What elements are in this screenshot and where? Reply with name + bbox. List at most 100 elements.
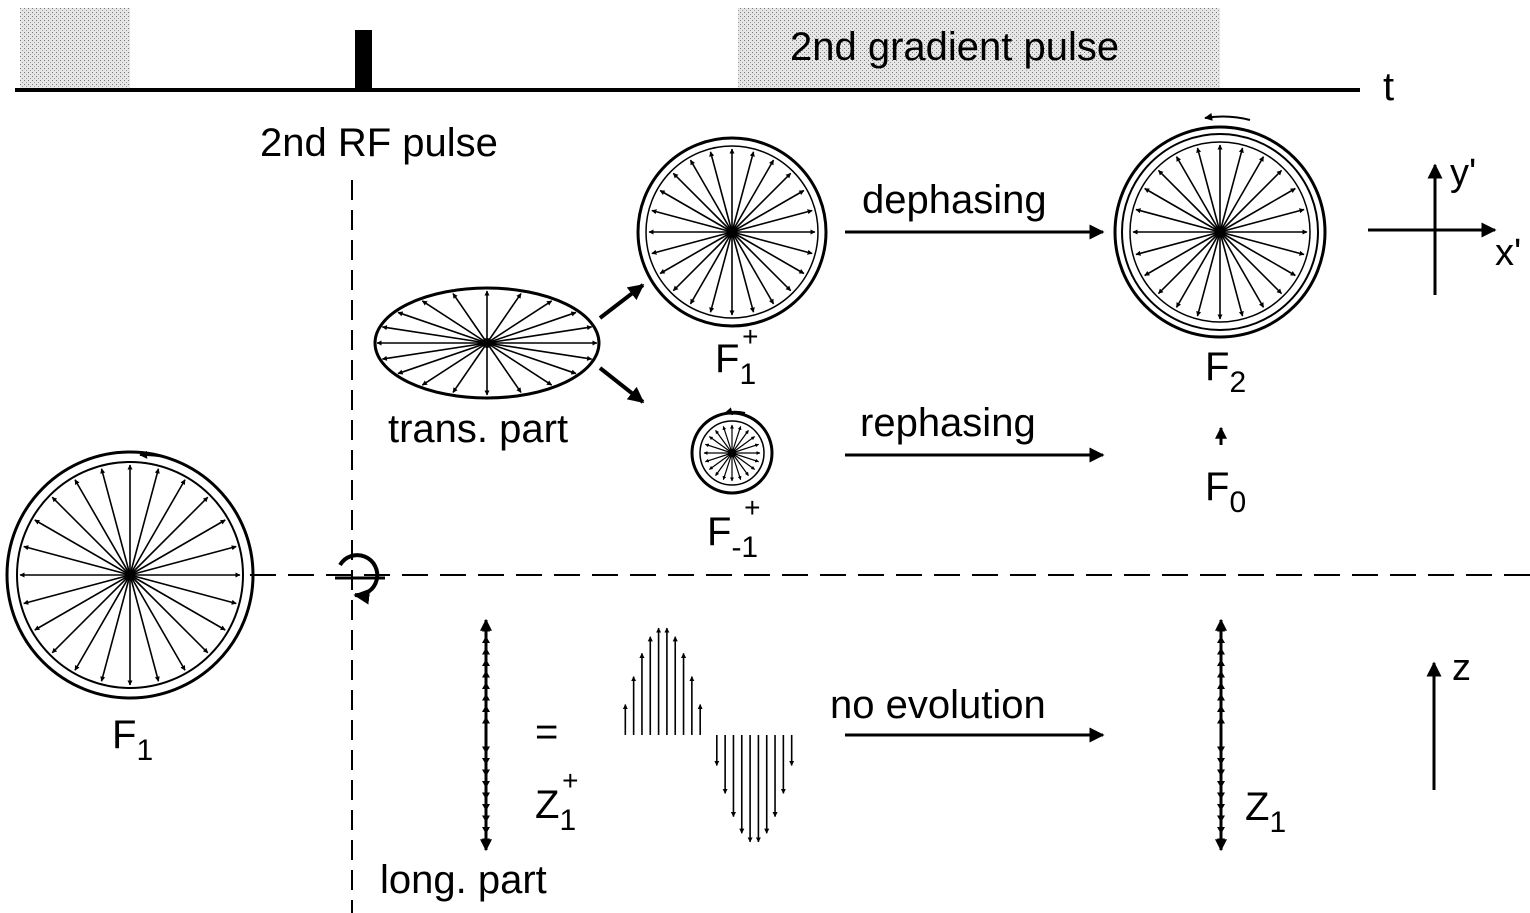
split-arrow-down: [598, 366, 645, 404]
spoke-vector: [1135, 231, 1221, 256]
vector-tick: [482, 792, 490, 800]
vector-tick: [1217, 838, 1225, 846]
state-F2: F2: [1113, 112, 1327, 399]
spoke-vector: [486, 342, 577, 375]
vector-tick: [1217, 815, 1225, 823]
spoke-vector: [705, 443, 733, 454]
transverse-part: trans. part: [373, 283, 645, 451]
state-F1: F1: [5, 450, 255, 767]
spoke-vector: [397, 311, 488, 344]
vector-tick: [482, 838, 490, 846]
spoke-vector: [731, 452, 749, 477]
spoke-vector: [100, 468, 131, 576]
spoke-vector: [731, 452, 756, 470]
spoke-vector: [731, 231, 775, 305]
no-evolution-label: no evolution: [830, 683, 1046, 727]
spoke-vector: [708, 436, 733, 454]
vector-tick: [1217, 647, 1225, 655]
split-arrow-up: [598, 283, 645, 320]
spoke-vector: [486, 342, 553, 386]
spoke-vector: [1219, 231, 1265, 308]
spoke-vector: [486, 293, 522, 344]
magnetization-spokes: [648, 148, 816, 316]
F1-rotation-arrow: [139, 450, 166, 459]
spoke-vector: [129, 574, 160, 682]
spoke-vector: [708, 452, 733, 470]
spoke-vector: [452, 342, 488, 393]
spoke-vector: [129, 574, 186, 671]
spoke-vector: [34, 574, 131, 631]
F1-label: F1: [112, 713, 153, 767]
vector-tick: [1217, 804, 1225, 811]
spoke-vector: [715, 452, 733, 477]
transverse-axes: y' x': [1368, 152, 1521, 295]
spoke-vector: [1175, 231, 1221, 308]
vector-tick: [482, 746, 490, 754]
spoke-center: [482, 338, 492, 348]
spoke-vector: [1219, 156, 1265, 233]
spoke-vector: [1196, 147, 1221, 233]
spoke-vector: [129, 479, 186, 576]
vector-tick: [1217, 705, 1225, 712]
vector-tick: [1217, 769, 1225, 777]
equals-sign: =: [535, 710, 558, 754]
spoke-vector: [722, 452, 733, 480]
spoke-vector: [731, 429, 749, 454]
second-gradient-pulse: [738, 8, 1220, 90]
spoke-vector: [421, 300, 488, 344]
spoke-vector: [1144, 231, 1221, 277]
vector-tick: [482, 705, 490, 712]
vector-tick: [1217, 716, 1225, 724]
rephasing-label: rephasing: [860, 401, 1036, 445]
F-minus1-plus-label: F-1+: [707, 492, 760, 564]
Z1-plus-label: Z1+: [535, 765, 578, 837]
spoke-vector: [689, 231, 733, 305]
F1-plus-ring: [636, 136, 828, 328]
spoke-vector: [731, 231, 755, 313]
F1-plus-label: F1+: [715, 321, 758, 391]
spoke-vector: [381, 325, 488, 344]
longitudinal-vector-column: [480, 618, 492, 852]
vector-tick: [1217, 693, 1225, 701]
spoke-vector: [651, 231, 733, 255]
F2-outer-ring: [1113, 125, 1327, 339]
dephasing-label: dephasing: [862, 178, 1047, 222]
spoke-vector: [731, 452, 759, 463]
spoke-vector: [129, 496, 209, 576]
spoke-vector: [672, 231, 733, 292]
F1-inner-ring: [16, 461, 244, 689]
longitudinal-axis: z: [1426, 647, 1471, 790]
time-axis-label: t: [1383, 65, 1394, 109]
vector-tick: [1217, 659, 1225, 666]
vector-tick: [1217, 758, 1225, 765]
spoke-vector: [659, 189, 733, 233]
spoke-vector: [731, 231, 792, 292]
spoke-vector: [23, 574, 131, 605]
spoke-vector: [129, 574, 209, 654]
spoke-vector: [731, 172, 792, 233]
spoke-vector: [486, 342, 593, 361]
spoke-vector: [1157, 231, 1221, 295]
spoke-vector: [731, 189, 805, 233]
rf-pulse-block: [355, 30, 372, 90]
vector-tick: [1217, 746, 1225, 754]
spoke-vector: [421, 342, 488, 386]
rephasing-process: rephasing: [845, 401, 1105, 463]
F-minus1-plus-rotation-arrow: [724, 407, 746, 416]
spoke-vector: [659, 231, 733, 275]
spoke-vector: [486, 342, 522, 393]
spoke-vector: [731, 231, 805, 275]
spoke-center: [728, 449, 736, 457]
z-label: z: [1452, 647, 1471, 689]
spoke-vector: [1219, 231, 1244, 317]
spoke-vector: [709, 231, 733, 313]
spoke-vector: [129, 519, 226, 576]
vector-tick: [482, 636, 490, 643]
spoke-vector: [1219, 208, 1305, 233]
F-minus1-plus-inner-ring: [699, 420, 765, 486]
vector-tick: [1217, 792, 1225, 800]
longitudinal-part: long. part = Z1+: [380, 618, 795, 902]
spoke-vector: [129, 574, 237, 605]
spoke-vector: [651, 209, 733, 233]
